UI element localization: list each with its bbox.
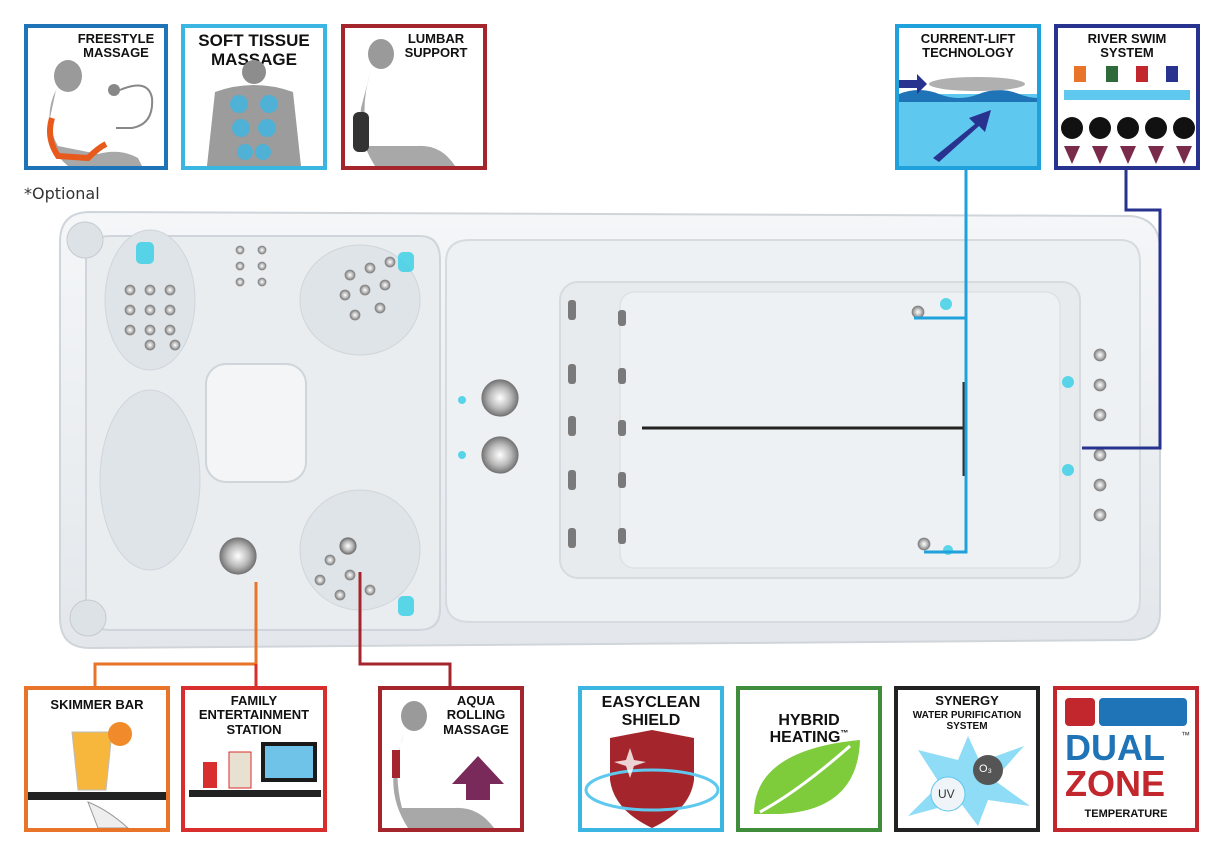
feature-sublabel: WATER PURIFICATION SYSTEM	[912, 710, 1022, 732]
feature-card-river-swim: RIVER SWIM SYSTEM	[1054, 24, 1200, 170]
feature-card-synergy: SYNERGY WATER PURIFICATION SYSTEM UV O₃	[894, 686, 1040, 832]
feature-card-hybrid-heating: HYBRID HEATING™	[736, 686, 882, 832]
feature-label: SKIMMER BAR	[50, 697, 144, 712]
feature-label: HYBRID HEATING™	[740, 694, 878, 747]
feature-card-freestyle-massage: FREESTYLE MASSAGE	[24, 24, 168, 170]
trademark: ™	[1181, 730, 1190, 740]
feature-card-lumbar-support: LUMBAR SUPPORT	[341, 24, 487, 170]
seated-person-icon	[353, 39, 455, 166]
leaf-icon	[754, 740, 860, 814]
feature-card-skimmer-bar: SKIMMER BAR	[24, 686, 170, 832]
uv-bubble-label: UV	[938, 787, 955, 801]
feature-card-dual-zone: DUAL ™ ZONE TEMPERATURE	[1053, 686, 1199, 832]
feature-label: EASYCLEAN SHIELD	[601, 694, 701, 729]
tv-tray-icon	[189, 742, 321, 797]
dual-zone-sub: TEMPERATURE	[1084, 808, 1168, 820]
feature-label: FREESTYLE MASSAGE	[77, 31, 155, 61]
feature-label: FAMILY ENTERTAINMENT STATION	[198, 693, 310, 737]
dual-zone-line2: ZONE	[1065, 763, 1166, 804]
dual-zone-icon	[1065, 698, 1187, 726]
optional-note: *Optional	[24, 184, 100, 203]
feature-label: AQUA ROLLING MASSAGE	[443, 693, 509, 737]
feature-label: LUMBAR SUPPORT	[404, 31, 468, 61]
feature-card-soft-tissue-massage: SOFT TISSUE MASSAGE	[181, 24, 327, 170]
back-massage-icon	[207, 60, 301, 166]
drink-tray-icon	[28, 722, 166, 828]
o3-bubble-label: O₃	[979, 763, 993, 775]
hybrid-heating-label: HYBRID HEATING	[769, 711, 841, 747]
feature-card-current-lift: CURRENT-LIFT TECHNOLOGY	[895, 24, 1041, 170]
feature-card-family-entertainment: FAMILY ENTERTAINMENT STATION	[181, 686, 327, 832]
seated-person-icon	[392, 701, 504, 828]
feature-label: SYNERGY	[935, 693, 999, 708]
shield-icon	[584, 730, 720, 828]
dual-zone-line1: DUAL	[1065, 727, 1165, 768]
splash-icon	[908, 736, 1030, 826]
feature-label: SOFT TISSUE MASSAGE	[198, 31, 310, 69]
jet-array-icon	[1061, 66, 1195, 164]
feature-card-aqua-rolling-massage: AQUA ROLLING MASSAGE	[378, 686, 524, 832]
feature-label: RIVER SWIM SYSTEM	[1087, 31, 1167, 61]
feature-card-easyclean-shield: EASYCLEAN SHIELD	[578, 686, 724, 832]
feature-label: CURRENT-LIFT TECHNOLOGY	[920, 31, 1016, 61]
trademark: ™	[840, 728, 849, 738]
swimmer-water-icon	[899, 74, 1037, 166]
seated-person-icon	[47, 60, 154, 166]
